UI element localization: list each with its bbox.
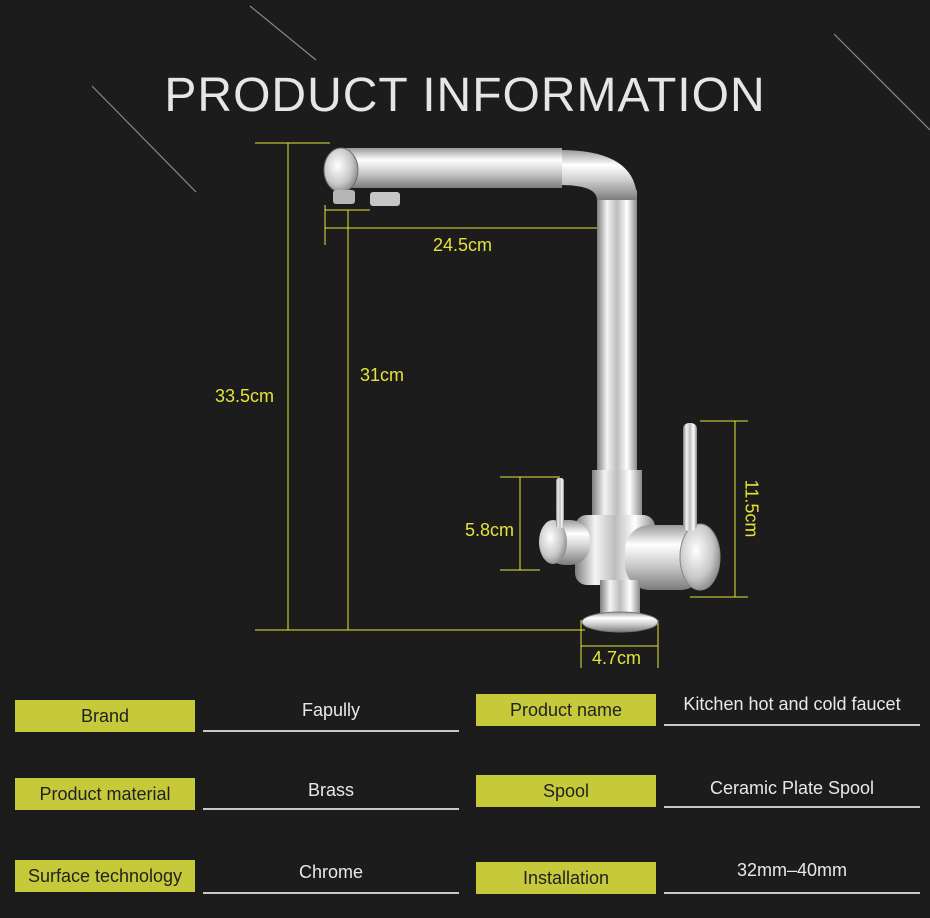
dimension-total-height: 33.5cm	[215, 386, 275, 406]
spec-label-installation: Installation	[476, 862, 656, 894]
spec-label-product-name: Product name	[476, 694, 656, 726]
dimension-side-height: 11.5cm	[741, 479, 762, 538]
spec-label-surface-technology: Surface technology	[15, 860, 195, 892]
spec-value-surface-technology: Chrome	[203, 862, 459, 894]
spec-value-brand: Fapully	[203, 700, 459, 732]
dimension-handle-height: 5.8cm	[465, 520, 515, 540]
spec-value-installation: 32mm–40mm	[664, 860, 920, 894]
dimension-spout-height: 31cm	[360, 365, 405, 385]
spec-value-spool: Ceramic Plate Spool	[664, 778, 920, 808]
spec-label-brand: Brand	[15, 700, 195, 732]
spec-label-spool: Spool	[476, 775, 656, 807]
page-title: PRODUCT INFORMATION	[164, 69, 766, 123]
dimension-base-diameter: 4.7cm	[592, 648, 642, 668]
spec-value-product-name: Kitchen hot and cold faucet	[664, 694, 920, 726]
spec-label-product-material: Product material	[15, 778, 195, 810]
dimension-spout-reach: 24.5cm	[433, 235, 493, 255]
spec-value-product-material: Brass	[203, 780, 459, 810]
faucet-image	[323, 147, 721, 633]
